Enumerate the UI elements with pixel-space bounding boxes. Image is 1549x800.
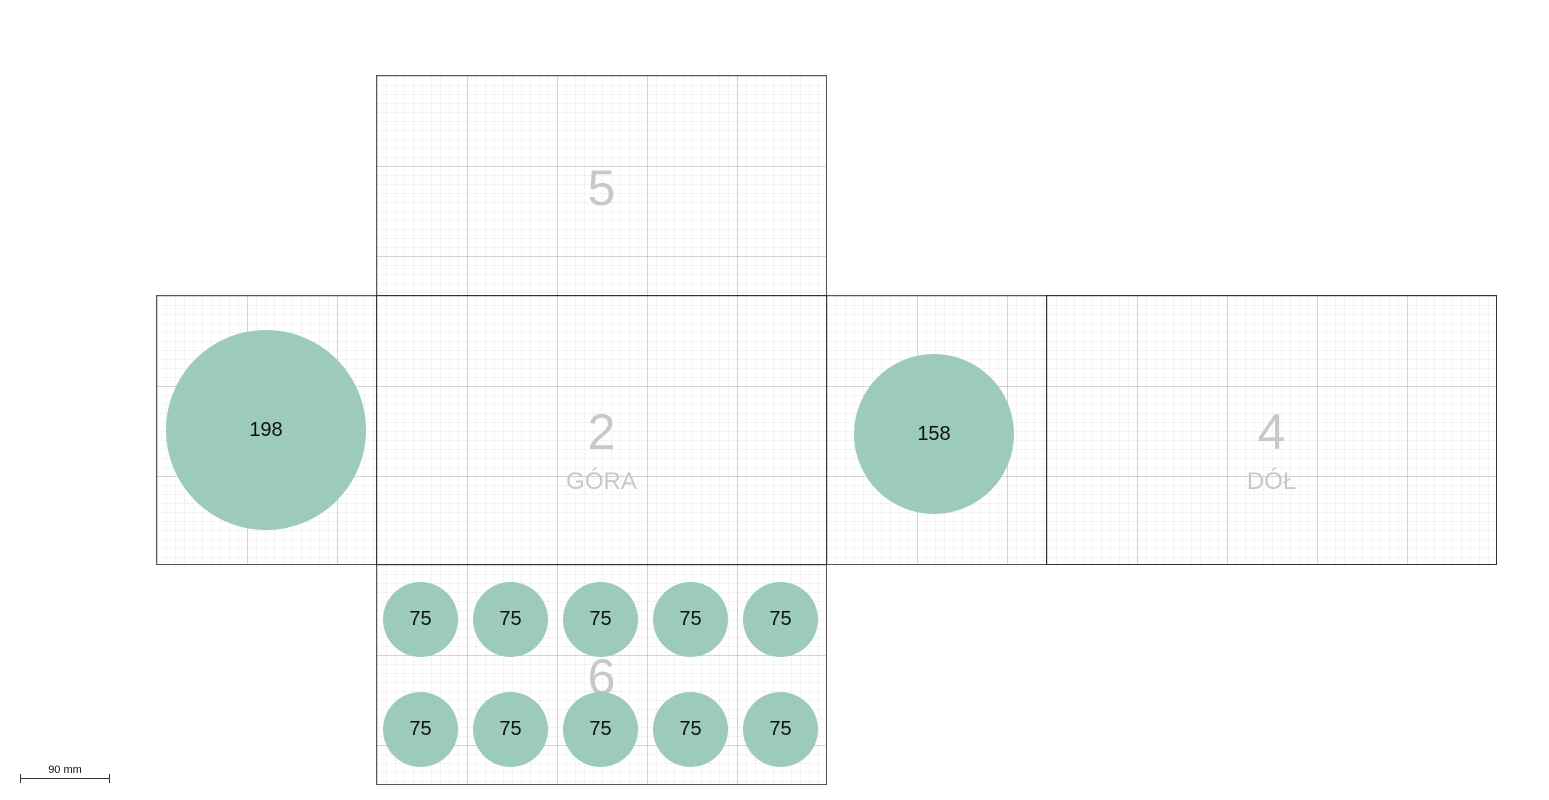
face-4-bottom: 4 DÓŁ xyxy=(1046,295,1497,565)
face-2-top-main: 2 GÓRA xyxy=(376,295,827,565)
face-4-number: 4 xyxy=(1257,404,1286,460)
face-4-label: DÓŁ xyxy=(1246,468,1297,495)
circle-75: 75 xyxy=(383,582,458,657)
scale-bar-line xyxy=(20,778,110,779)
circle-75: 75 xyxy=(473,582,548,657)
circle-158: 158 xyxy=(854,354,1014,514)
circle-75: 75 xyxy=(563,692,638,767)
scale-bar: 90 mm xyxy=(20,762,110,784)
scale-bar-tick-right xyxy=(109,774,110,783)
face-2-label: GÓRA xyxy=(566,468,637,495)
circle-75: 75 xyxy=(653,582,728,657)
circle-75: 75 xyxy=(473,692,548,767)
circle-75: 75 xyxy=(653,692,728,767)
circle-75: 75 xyxy=(743,692,818,767)
face-5-number: 5 xyxy=(587,160,616,216)
circle-75: 75 xyxy=(743,582,818,657)
face-2-number: 2 xyxy=(587,404,616,460)
scale-bar-tick-left xyxy=(20,774,21,783)
circle-198: 198 xyxy=(166,330,366,530)
circle-75: 75 xyxy=(563,582,638,657)
face-5-top-flap: 5 xyxy=(376,75,827,296)
scale-bar-label: 90 mm xyxy=(48,764,82,776)
circle-75: 75 xyxy=(383,692,458,767)
